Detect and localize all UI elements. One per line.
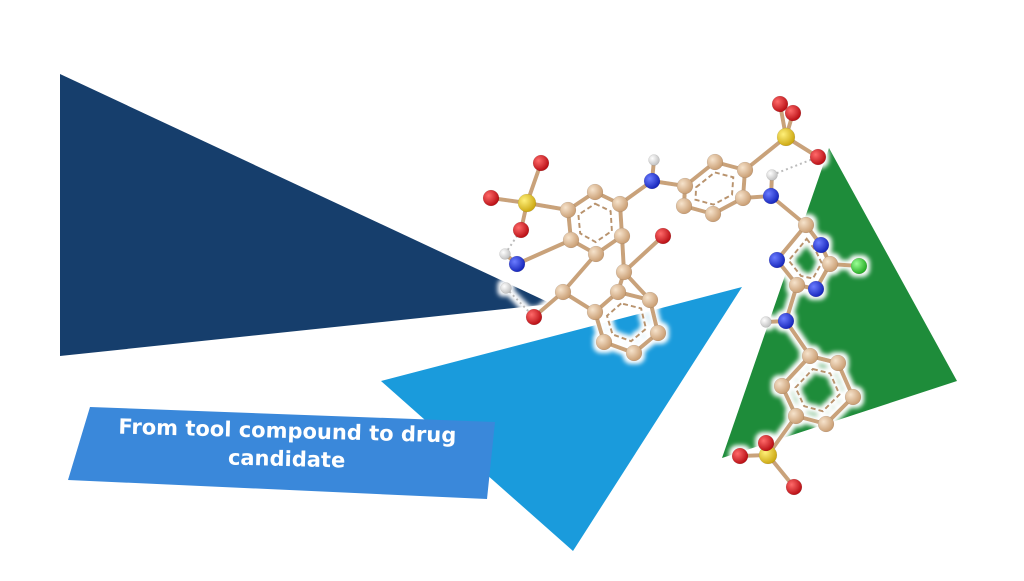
nitrogen-atom	[777, 312, 795, 330]
carbon-atom	[641, 291, 659, 309]
aromatic-ring-dashes	[794, 367, 841, 413]
nitrogen-atom	[762, 187, 780, 205]
sky-triangle-shape	[381, 287, 742, 551]
molecule-bond	[622, 234, 665, 274]
carbon-atom	[787, 407, 805, 425]
nitrogen-atom	[812, 236, 830, 254]
oxygen-atom	[512, 221, 530, 239]
carbon-atom	[615, 263, 633, 281]
carbon-atom	[625, 344, 643, 362]
sulfur-atom	[517, 193, 537, 213]
title-banner-shape	[68, 407, 495, 499]
hydrogen-atom	[648, 154, 660, 166]
chlorine-atom	[850, 257, 868, 275]
carbon-atom	[613, 227, 631, 245]
navy-triangle-shape	[60, 74, 552, 356]
carbon-atom	[773, 377, 791, 395]
carbon-atom	[844, 388, 862, 406]
oxygen-atom	[785, 478, 803, 496]
carbon-atom	[595, 333, 613, 351]
hydrogen-atom	[766, 169, 778, 181]
carbon-atom	[704, 205, 722, 223]
oxygen-atom	[731, 447, 749, 465]
carbon-atom	[676, 177, 694, 195]
oxygen-atom	[532, 154, 550, 172]
carbon-atom	[817, 415, 835, 433]
nitrogen-atom	[643, 172, 661, 190]
carbon-atom	[821, 255, 839, 273]
oxygen-atom	[482, 189, 500, 207]
nitrogen-atom	[807, 280, 825, 298]
title-banner-text: From tool compound to drug candidate	[118, 414, 457, 473]
oxygen-atom	[654, 227, 672, 245]
carbon-atom	[801, 347, 819, 365]
aromatic-ring-dashes	[577, 202, 613, 244]
carbon-atom	[609, 283, 627, 301]
carbon-atom	[559, 201, 577, 219]
carbon-atom	[734, 189, 752, 207]
carbon-atom	[649, 324, 667, 342]
carbon-atom	[586, 183, 604, 201]
sulfur-atom	[776, 127, 796, 147]
nitrogen-atom	[768, 251, 786, 269]
carbon-atom	[586, 303, 604, 321]
aromatic-ring-dashes	[694, 171, 735, 206]
carbon-atom	[797, 216, 815, 234]
hydrogen-atom	[499, 248, 511, 260]
hydrogen-atom	[760, 316, 772, 328]
hydrogen-atom	[500, 282, 512, 294]
carbon-atom	[675, 197, 693, 215]
hydrogen-bond-dashes	[505, 287, 535, 318]
carbon-atom	[587, 245, 605, 263]
molecule-bond	[515, 238, 573, 266]
carbon-atom	[706, 153, 724, 171]
oxygen-atom	[757, 434, 775, 452]
molecule-bond	[561, 252, 598, 294]
oxygen-atom	[784, 104, 802, 122]
oxygen-atom	[771, 95, 789, 113]
carbon-atom	[736, 161, 754, 179]
carbon-atom	[788, 276, 806, 294]
aromatic-ring-dashes	[605, 302, 648, 343]
carbon-atom	[829, 354, 847, 372]
oxygen-atom	[525, 308, 543, 326]
carbon-atom	[611, 195, 629, 213]
carbon-atom	[562, 231, 580, 249]
molecule-illustration	[482, 95, 868, 496]
nitrogen-atom	[508, 255, 526, 273]
carbon-atom	[554, 283, 572, 301]
oxygen-atom	[809, 148, 827, 166]
